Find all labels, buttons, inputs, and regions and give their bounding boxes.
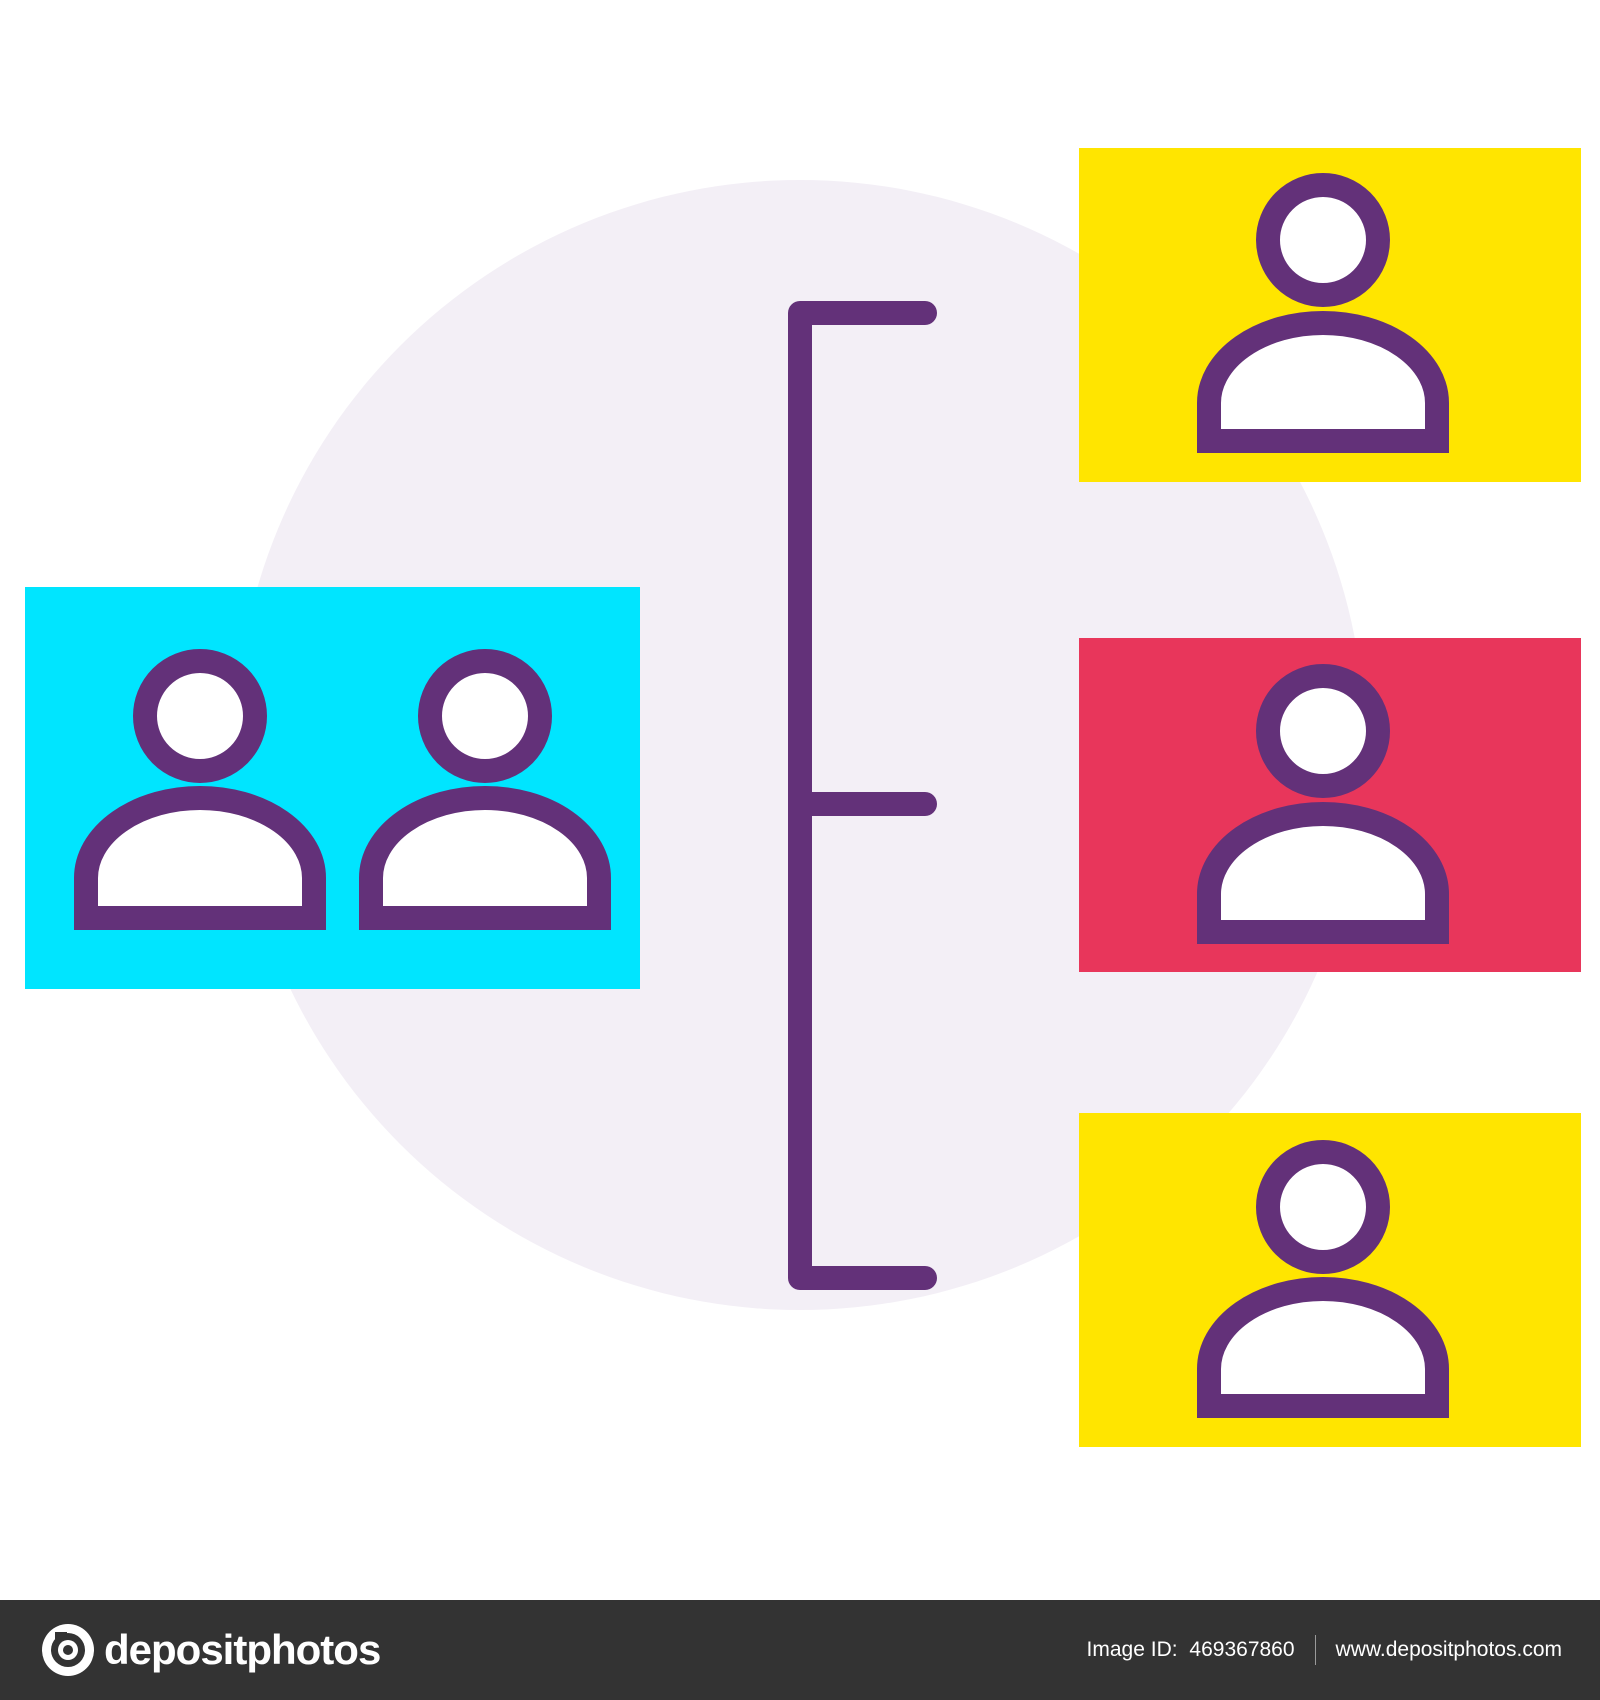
brand-logo[interactable]: depositphotos (40, 1622, 381, 1678)
user-icon (1197, 664, 1449, 944)
user-head (1256, 664, 1390, 798)
team-box (25, 587, 640, 989)
user-icon (1197, 173, 1449, 453)
user-body (1197, 1277, 1449, 1418)
user-body (74, 786, 326, 930)
member-box-bottom (1079, 1113, 1581, 1447)
brand-name: depositphotos (104, 1626, 381, 1673)
user-head (1256, 1140, 1390, 1274)
footer-bar: depositphotos Image ID: 469367860 www.de… (0, 1600, 1600, 1700)
image-id-label: Image ID: (1086, 1638, 1178, 1661)
site-link[interactable]: www.depositphotos.com (1335, 1638, 1562, 1661)
diagram-canvas (25, 148, 1581, 1447)
footer-divider (1314, 1635, 1316, 1665)
image-id-value: 469367860 (1189, 1638, 1295, 1661)
user-body (1197, 802, 1449, 944)
depositphotos-logo-icon (42, 1624, 94, 1676)
user-head (418, 649, 552, 783)
user-icon (1197, 1140, 1449, 1418)
user-body (359, 786, 611, 930)
member-box-middle (1079, 638, 1581, 972)
user-icon (359, 649, 611, 930)
user-head (1256, 173, 1390, 307)
footer-meta: Image ID: 469367860 www.depositphotos.co… (1087, 1630, 1562, 1670)
bracket-connector (788, 301, 937, 1290)
image-id: Image ID: 469367860 (1087, 1638, 1295, 1662)
user-head (133, 649, 267, 783)
user-icon (74, 649, 326, 930)
user-body (1197, 311, 1449, 453)
member-box-top (1079, 148, 1581, 482)
